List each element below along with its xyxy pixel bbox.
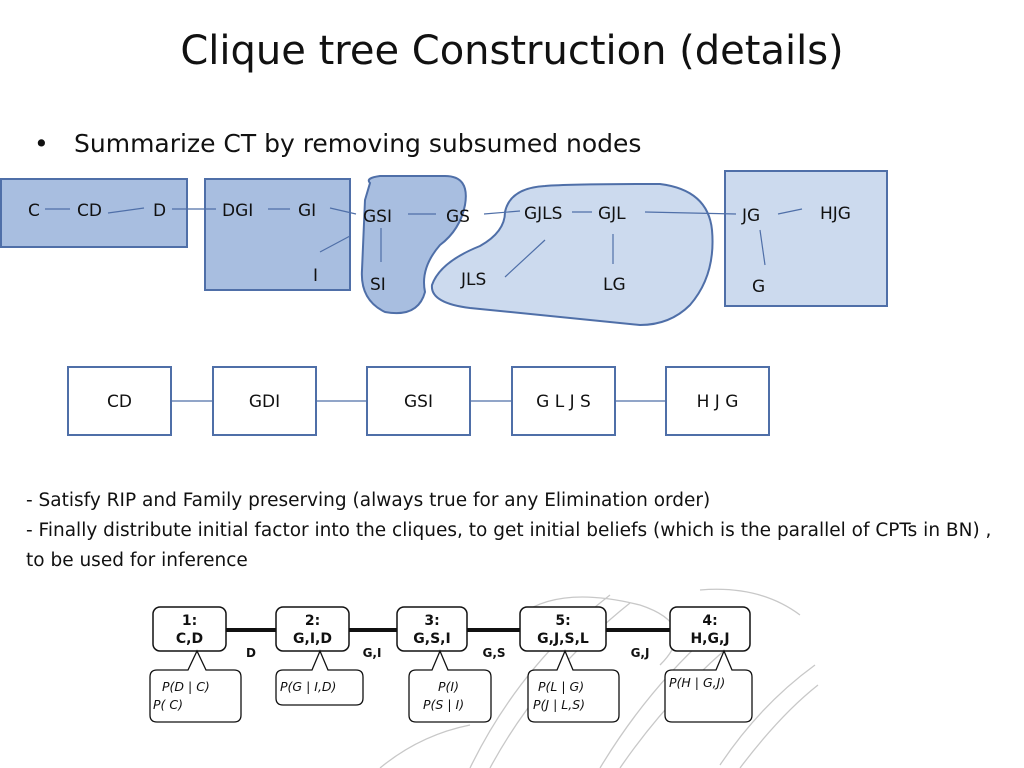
edge-jg-hjg [777, 208, 803, 215]
factor-text-2a: P(G | I,D) [280, 679, 336, 694]
node-gs: GS [446, 207, 470, 227]
chain-label-1: CD [107, 392, 132, 412]
note-rip: - Satisfy RIP and Family preserving (alw… [26, 490, 711, 511]
top-graph: C CD D DGI GI I GSI GS SI GJLS GJL JLS L… [0, 170, 888, 327]
factor-clique-3 [396, 606, 468, 652]
cluster-cd [0, 178, 188, 248]
factor-callout-4 [664, 649, 753, 723]
sepset-label-3: G,S [482, 646, 505, 660]
node-gjl: GJL [598, 204, 626, 224]
factor-clique-4 [669, 606, 751, 652]
cluster-gjls [430, 182, 714, 327]
note-distribute: - Finally distribute initial factor into… [26, 520, 992, 571]
edge-jg-g [759, 229, 766, 266]
factor-callout-2 [275, 649, 364, 706]
edge-gsi-i [319, 235, 351, 253]
factor-clique-3-vars: G,S,I [413, 631, 450, 647]
factor-text-1b: P( C) [153, 697, 183, 712]
factor-clique-5 [519, 606, 607, 652]
chain-label-5: H J G [697, 392, 739, 412]
sepset-label-2: G,I [363, 646, 382, 660]
factor-clique-1 [152, 606, 227, 652]
chain-box-2 [212, 366, 317, 436]
chain-label-4: G L J S [536, 392, 591, 412]
factor-text-5a: P(L | G) [538, 679, 584, 694]
node-jg: JG [741, 206, 760, 226]
node-c: C [28, 201, 40, 221]
bullet-point: • Summarize CT by removing subsumed nodes [34, 129, 641, 158]
factor-callout-1 [149, 649, 242, 723]
factor-clique-2 [275, 606, 350, 652]
factor-clique-2-vars: G,I,D [293, 631, 332, 647]
node-gi: GI [298, 201, 316, 221]
edge-cd-d [107, 207, 145, 214]
edge-gs-gjls [483, 210, 521, 215]
edge-gjl-jg [644, 211, 737, 215]
node-gsi: GSI [363, 207, 392, 227]
node-gjls: GJLS [524, 204, 562, 224]
cluster-dgi [204, 178, 351, 291]
chain-box-4 [511, 366, 616, 436]
node-i: I [313, 266, 318, 286]
factor-clique-1-id: 1: [182, 613, 197, 629]
sepset-label-4: G,J [631, 646, 650, 660]
factor-callout-5 [527, 649, 620, 723]
page-title: Clique tree Construction (details) [180, 28, 844, 74]
edge-gjls-jls [504, 239, 546, 278]
factor-clique-2-id: 2: [305, 613, 320, 629]
factor-text-3b: P(S | I) [423, 697, 464, 712]
clique-chain: CD GDI GSI G L J S H J G [67, 366, 770, 436]
node-si: SI [370, 275, 386, 295]
factor-callout-3 [408, 649, 492, 723]
factor-clique-3-id: 3: [424, 613, 439, 629]
factor-text-1a: P(D | C) [162, 679, 210, 694]
node-jls: JLS [460, 270, 486, 290]
cluster-gsi [360, 175, 467, 314]
chain-box-3 [366, 366, 471, 436]
node-hjg: HJG [820, 204, 851, 224]
factor-text-4a: P(H | G,J) [669, 675, 725, 690]
factor-clique-4-vars: H,G,J [690, 631, 729, 647]
edge-gi-gsi [329, 207, 357, 215]
chain-label-3: GSI [404, 392, 433, 412]
node-dgi: DGI [222, 201, 253, 221]
factor-clique-1-vars: C,D [176, 631, 203, 647]
factor-clique-5-id: 5: [555, 613, 570, 629]
node-g: G [752, 277, 765, 297]
chain-box-1 [67, 366, 172, 436]
bullet-text: Summarize CT by removing subsumed nodes [74, 129, 642, 158]
factor-clique-4-id: 4: [702, 613, 717, 629]
node-d: D [153, 201, 166, 221]
factor-clique-5-vars: G,J,S,L [537, 631, 589, 647]
factor-text-3a: P(I) [438, 679, 459, 694]
sepset-label-1: D [246, 646, 256, 660]
factor-text-5b: P(J | L,S) [533, 697, 585, 712]
bullet-dot-icon: • [34, 129, 49, 158]
notes: - Satisfy RIP and Family preserving (alw… [26, 486, 1006, 576]
cluster-hjg [724, 170, 888, 307]
chain-label-2: GDI [249, 392, 280, 412]
node-cd: CD [77, 201, 102, 221]
factor-tree: 1: C,D 2: G,I,D 3: G,S,I 5: G,J,S,L 4: H… [149, 588, 819, 768]
chain-box-5 [665, 366, 770, 436]
node-lg: LG [603, 275, 626, 295]
